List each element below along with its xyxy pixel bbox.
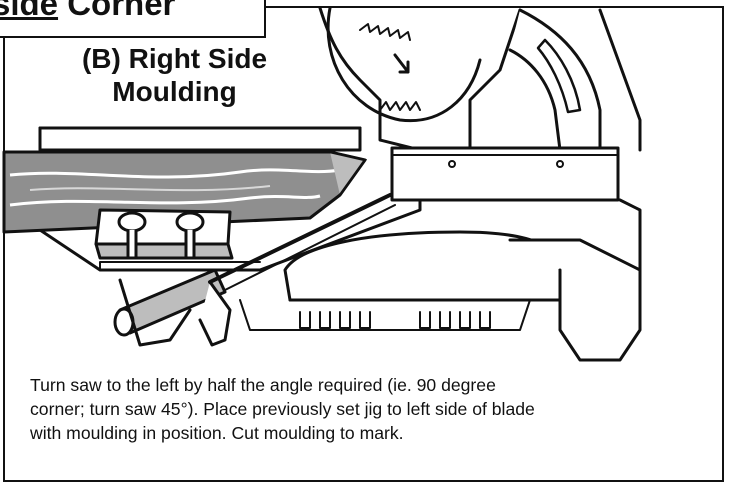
instruction-caption: Turn saw to the left by half the angle r… [30,373,698,445]
table-edge [99,261,261,271]
fence-bolt-right [556,160,564,168]
saw-base-far-right [618,198,642,272]
blade-line-2 [224,204,396,291]
fence-bolt-left [448,160,456,168]
jig-knob-left [117,211,147,233]
figure-label-line2: Moulding [112,76,237,107]
blade-line [208,193,392,284]
section-header: side Corner [0,0,175,23]
saw-base-right [508,238,642,362]
caption-line-1: Turn saw to the left by half the angle r… [30,375,496,395]
saw-arm-right [598,8,642,152]
jig-clamp [94,208,234,260]
handle-slot [536,38,582,114]
saw-handle [508,8,602,152]
caption-line-3: with moulding in position. Cut moulding … [30,423,404,443]
handle-lock [198,280,232,347]
miter-scale [239,299,531,331]
blade-rotation-arrow [393,53,410,74]
figure-label: (B) Right Side Moulding [52,42,297,108]
caption-line-2: corner; turn saw 45°). Place previously … [30,399,535,419]
section-header-rest: Corner [58,0,176,22]
moulding-piece [2,150,368,234]
section-header-tab: side Corner [0,0,266,38]
section-header-underlined: side [0,0,59,22]
figure-label-line1: (B) Right Side [81,43,268,74]
jig-knob-right [175,211,205,233]
saw-blade-teeth [359,23,421,111]
fence-plate [38,126,362,152]
saw-base-left [118,278,192,347]
blade-guard [326,6,482,123]
